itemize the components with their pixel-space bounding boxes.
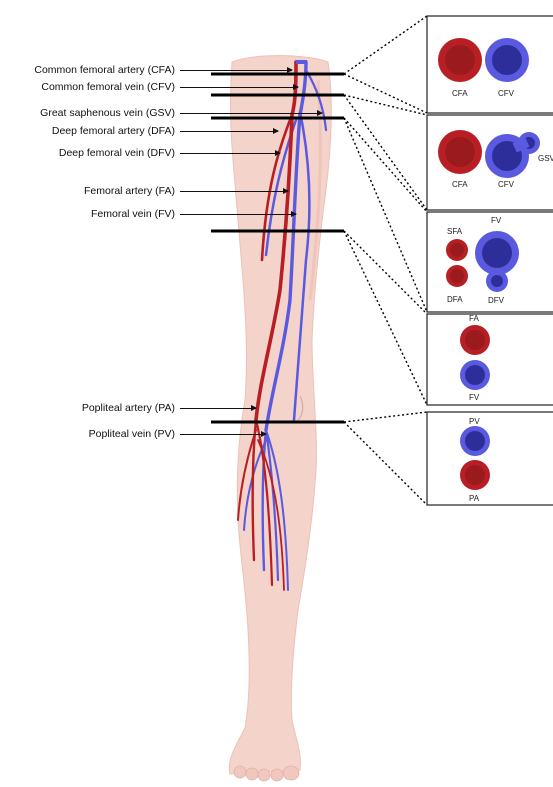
label-gsv: Great saphenous vein (GSV) [40, 107, 175, 119]
label-pv: Popliteal vein (PV) [89, 428, 175, 440]
section-3-fv-label: FV [491, 216, 502, 225]
section-4-fv-label: FV [469, 393, 480, 402]
pointer-pv [180, 434, 266, 435]
pointer-cfa [180, 70, 292, 71]
section-4-fa-label: FA [469, 314, 479, 323]
pointer-cfv [180, 87, 298, 88]
label-fa: Femoral artery (FA) [84, 185, 175, 197]
label-dfa: Deep femoral artery (DFA) [52, 125, 175, 137]
pointer-gsv [180, 113, 322, 114]
label-pa: Popliteal artery (PA) [82, 402, 175, 414]
label-fv: Femoral vein (FV) [91, 208, 175, 220]
pointer-pa [180, 408, 256, 409]
dotted-connectors [344, 16, 427, 505]
label-cfv: Common femoral vein (CFV) [41, 81, 175, 93]
pointer-fa [180, 191, 288, 192]
section-5-pv-label: PV [469, 417, 480, 426]
section-2-gsv-label: GSV [538, 154, 553, 163]
section-1-cfa-label: CFA [452, 89, 468, 98]
section-1-cfv-label: CFV [498, 89, 515, 98]
pointer-fv [180, 214, 296, 215]
pointer-dfv [180, 153, 280, 154]
label-dfv: Deep femoral vein (DFV) [59, 147, 175, 159]
section-3-dfa-label: DFA [447, 295, 463, 304]
section-5-pa-label: PA [469, 494, 480, 503]
section-2-cfa-label: CFA [452, 180, 468, 189]
section-3-sfa-label: SFA [447, 227, 463, 236]
label-cfa: Common femoral artery (CFA) [34, 64, 175, 76]
leg-silhouette [229, 56, 331, 774]
pointer-dfa [180, 131, 278, 132]
section-3-dfv-label: DFV [488, 296, 505, 305]
section-2-cfv-label: CFV [498, 180, 515, 189]
